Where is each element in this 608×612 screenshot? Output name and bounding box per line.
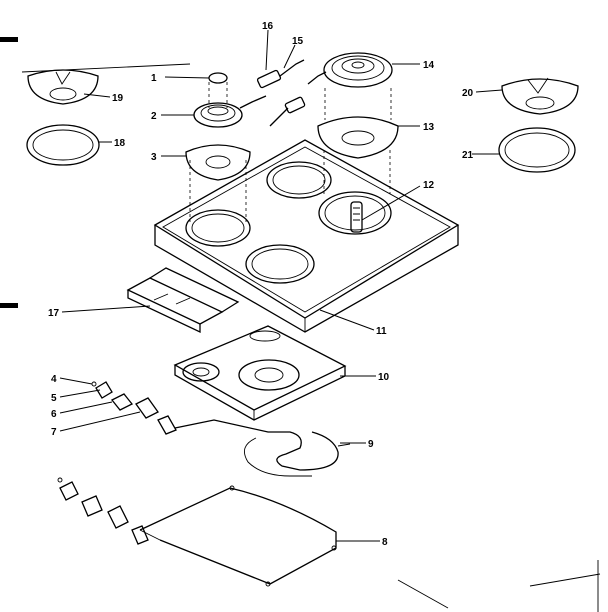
registration-mark-top xyxy=(0,37,18,42)
callout-16: 16 xyxy=(262,21,274,32)
callout-21: 21 xyxy=(462,150,474,161)
cooktop-panel xyxy=(153,139,460,333)
leader-lines xyxy=(59,29,503,542)
callout-2: 2 xyxy=(151,111,157,122)
callout-7: 7 xyxy=(51,427,57,438)
callout-1: 1 xyxy=(151,73,157,84)
callout-11: 11 xyxy=(376,326,387,337)
callout-3: 3 xyxy=(151,152,157,163)
callout-8: 8 xyxy=(382,537,388,548)
callout-13: 13 xyxy=(423,122,435,133)
element-receptacle xyxy=(350,201,363,233)
element-tray xyxy=(173,325,347,421)
callout-14: 14 xyxy=(423,60,435,71)
receptacle-block-upper xyxy=(256,59,306,127)
callout-6: 6 xyxy=(51,409,57,420)
callout-18: 18 xyxy=(114,138,126,149)
callout-5: 5 xyxy=(51,393,57,404)
frame-corner-line xyxy=(397,560,601,612)
bottom-element xyxy=(139,485,337,587)
callout-17: 17 xyxy=(48,308,60,319)
callout-15: 15 xyxy=(292,36,304,47)
heating-element-coil xyxy=(174,419,351,477)
callout-20: 20 xyxy=(462,88,474,99)
callout-4: 4 xyxy=(51,374,57,385)
small-element-stack xyxy=(185,72,267,181)
callout-10: 10 xyxy=(378,372,390,383)
trim-ring-left xyxy=(26,124,100,166)
callout-12: 12 xyxy=(423,180,435,191)
terminal-hardware-lower xyxy=(57,477,149,545)
large-element-stack xyxy=(307,52,399,159)
trim-ring-right xyxy=(498,127,576,173)
bracket xyxy=(126,267,240,334)
registration-mark-middle xyxy=(0,303,18,308)
drip-pan-right xyxy=(501,77,579,115)
drip-pan-left xyxy=(27,69,99,105)
terminal-hardware-upper xyxy=(91,381,177,435)
callout-9: 9 xyxy=(368,439,374,450)
callout-19: 19 xyxy=(112,93,124,104)
